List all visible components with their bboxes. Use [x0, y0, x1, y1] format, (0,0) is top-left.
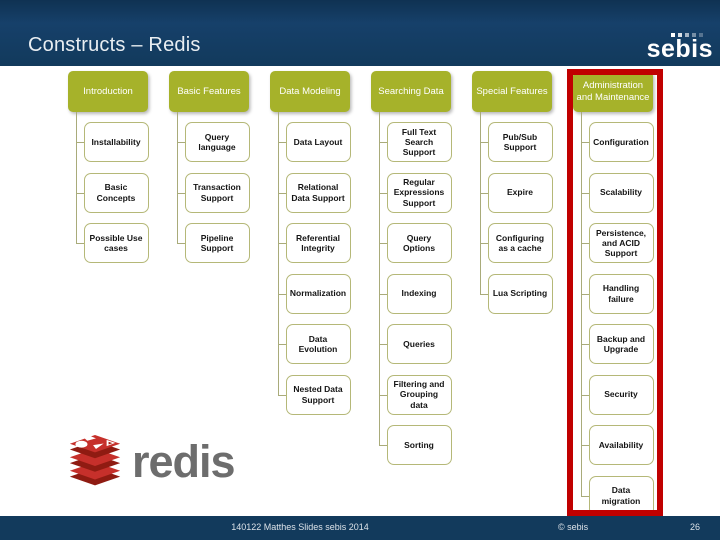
node-filtering-and-grouping-data: Filtering and Grouping data — [386, 374, 452, 415]
redis-logo-text: redis — [132, 436, 236, 487]
highlight-rectangle — [567, 69, 663, 516]
connector-stub — [379, 394, 387, 396]
node-normalization: Normalization — [285, 273, 351, 314]
node-query-language: Query language — [184, 122, 250, 162]
connector-trunk — [278, 112, 279, 395]
connector-stub — [278, 293, 286, 295]
connector-stub — [177, 142, 185, 143]
node-basic-concepts: Basic Concepts — [83, 172, 149, 213]
node-data-evolution: Data Evolution — [285, 324, 351, 364]
node-installability: Installability — [83, 122, 149, 162]
connector-stub — [581, 394, 589, 396]
node-backup-and-upgrade: Backup and Upgrade — [588, 324, 654, 364]
connector-stub — [581, 142, 589, 143]
connector-trunk — [76, 112, 77, 243]
connector-stub — [76, 192, 84, 194]
node-referential-integrity: Referential Integrity — [285, 223, 351, 263]
node-query-options: Query Options — [386, 223, 452, 263]
connector-trunk — [177, 112, 178, 243]
node-handling-failure: Handling failure — [588, 273, 654, 314]
connector-stub — [379, 445, 387, 446]
node-relational-data-support: Relational Data Support — [285, 172, 351, 213]
connector-stub — [76, 243, 84, 244]
node-availability: Availability — [588, 425, 654, 465]
connector-stub — [480, 142, 488, 143]
node-full-text-search-support: Full Text Search Support — [386, 122, 452, 162]
node-nested-data-support: Nested Data Support — [285, 374, 351, 415]
slide-title-bar: Constructs – Redis sebis — [0, 0, 720, 66]
node-pipeline-support: Pipeline Support — [184, 223, 250, 263]
node-possible-use-cases: Possible Use cases — [83, 223, 149, 263]
column-header-searching-data: Searching Data — [371, 71, 451, 112]
column-header-basic-features: Basic Features — [169, 71, 249, 112]
column-header-special-features: Special Features — [472, 71, 552, 112]
node-configuration: Configuration — [588, 122, 654, 162]
connector-stub — [379, 142, 387, 143]
slide-footer-bar: 140122 Matthes Slides sebis 2014 © sebis… — [0, 516, 720, 540]
connector-stub — [581, 293, 589, 295]
node-security: Security — [588, 374, 654, 415]
node-indexing: Indexing — [386, 273, 452, 314]
connector-trunk — [379, 112, 380, 445]
connector-stub — [581, 445, 589, 446]
footer-citation: 140122 Matthes Slides sebis 2014 — [231, 522, 369, 532]
connector-stub — [581, 344, 589, 345]
node-transaction-support: Transaction Support — [184, 172, 250, 213]
connector-stub — [581, 192, 589, 194]
sebis-logo: sebis — [623, 32, 713, 64]
sebis-logo-dots-icon — [671, 33, 703, 37]
node-data-migration: Data migration — [588, 475, 654, 516]
connector-stub — [581, 243, 589, 244]
connector-stub — [480, 293, 488, 295]
sebis-logo-text: sebis — [646, 35, 713, 63]
slide-title: Constructs – Redis — [28, 34, 201, 56]
node-queries: Queries — [386, 324, 452, 364]
node-pub-sub-support: Pub/Sub Support — [487, 122, 553, 162]
node-scalability: Scalability — [588, 172, 654, 213]
connector-stub — [76, 142, 84, 143]
redis-cube-icon — [69, 435, 121, 486]
column-header-administration-and-maintenance: Administration and Maintenance — [573, 71, 653, 112]
redis-logo: redis — [64, 433, 236, 497]
node-regular-expressions-support: Regular Expressions Support — [386, 172, 452, 213]
node-persistence-and-acid-support: Persistence, and ACID Support — [588, 223, 654, 263]
footer-page-number: 26 — [689, 522, 700, 532]
connector-stub — [379, 192, 387, 194]
node-data-layout: Data Layout — [285, 122, 351, 162]
connector-stub — [278, 142, 286, 143]
connector-stub — [278, 344, 286, 345]
node-expire: Expire — [487, 172, 553, 213]
connector-stub — [278, 243, 286, 244]
node-sorting: Sorting — [386, 425, 452, 465]
node-configuring-as-a-cache: Configuring as a cache — [487, 223, 553, 263]
connector-stub — [177, 192, 185, 194]
connector-trunk — [581, 112, 582, 496]
connector-stub — [480, 192, 488, 194]
connector-stub — [480, 243, 488, 244]
footer-copyright: © sebis — [558, 522, 589, 532]
connector-stub — [379, 293, 387, 295]
column-header-introduction: Introduction — [68, 71, 148, 112]
connector-stub — [177, 243, 185, 244]
connector-stub — [379, 344, 387, 345]
connector-stub — [278, 192, 286, 194]
connector-stub — [278, 394, 286, 396]
connector-stub — [581, 495, 589, 497]
column-header-data-modeling: Data Modeling — [270, 71, 350, 112]
connector-trunk — [480, 112, 481, 294]
node-lua-scripting: Lua Scripting — [487, 273, 553, 314]
connector-stub — [379, 243, 387, 244]
